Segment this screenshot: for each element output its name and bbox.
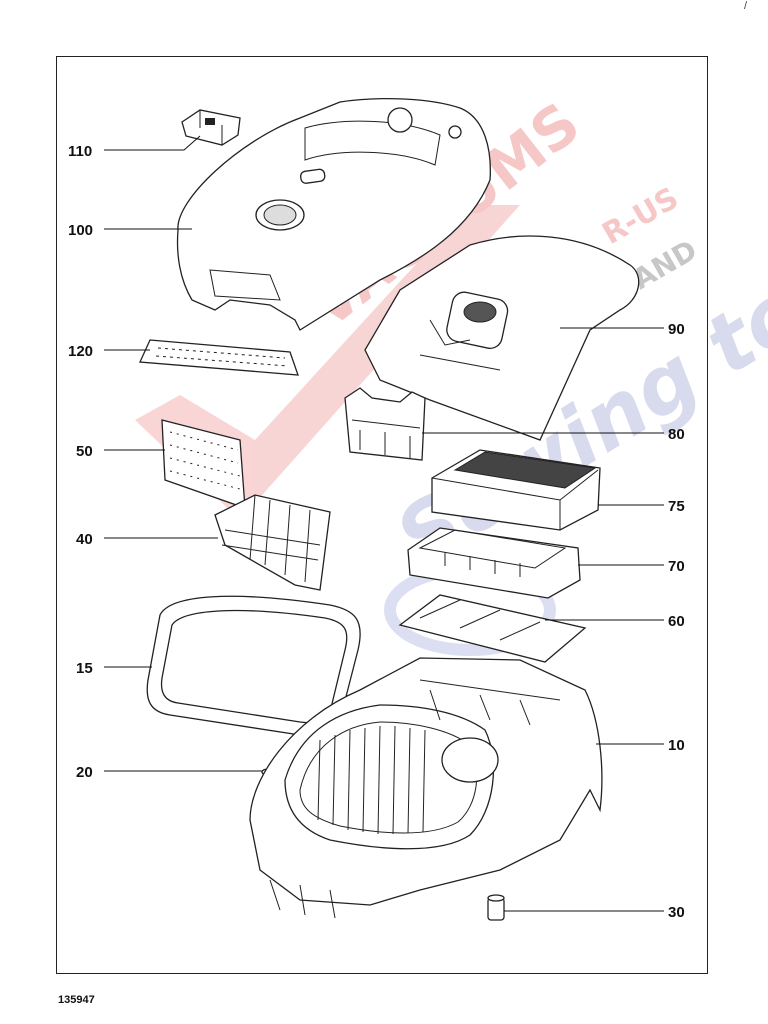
callout-labels: 110 100 120 50 40 15 20 90 80 75 70 60 1… bbox=[68, 143, 685, 921]
callout-120: 120 bbox=[68, 343, 93, 360]
leader-lines bbox=[104, 135, 664, 912]
part-75-hepa-filter bbox=[431, 449, 601, 531]
part-120-filter-pad bbox=[139, 339, 299, 376]
part-70-filter-housing bbox=[407, 527, 581, 599]
part-110-switch bbox=[181, 109, 241, 146]
callout-70: 70 bbox=[668, 558, 685, 575]
part-10-base-housing bbox=[249, 657, 603, 919]
diagram-frame bbox=[56, 56, 708, 974]
callout-80: 80 bbox=[668, 426, 685, 443]
part-90-dust-bag bbox=[364, 235, 640, 441]
callout-40: 40 bbox=[76, 531, 93, 548]
callout-75: 75 bbox=[668, 498, 685, 515]
part-40-filter-frame bbox=[214, 494, 331, 591]
corner-mark: / bbox=[744, 0, 748, 12]
callout-15: 15 bbox=[76, 660, 93, 677]
part-100-top-cover bbox=[176, 98, 491, 331]
leader-110 bbox=[104, 135, 201, 151]
part-60-grille-plate bbox=[398, 594, 587, 663]
callout-10: 10 bbox=[668, 737, 685, 754]
callout-20: 20 bbox=[76, 764, 93, 781]
callout-110: 110 bbox=[68, 143, 92, 160]
part-30-bushing bbox=[487, 894, 505, 921]
part-80-bag-holder bbox=[344, 387, 426, 461]
callout-60: 60 bbox=[668, 613, 685, 630]
callout-30: 30 bbox=[668, 904, 685, 921]
callout-50: 50 bbox=[76, 443, 93, 460]
callout-100: 100 bbox=[68, 222, 93, 239]
part-15-seal-ring bbox=[146, 595, 361, 737]
callout-90: 90 bbox=[668, 321, 685, 338]
document-number: 135947 bbox=[58, 994, 95, 1006]
